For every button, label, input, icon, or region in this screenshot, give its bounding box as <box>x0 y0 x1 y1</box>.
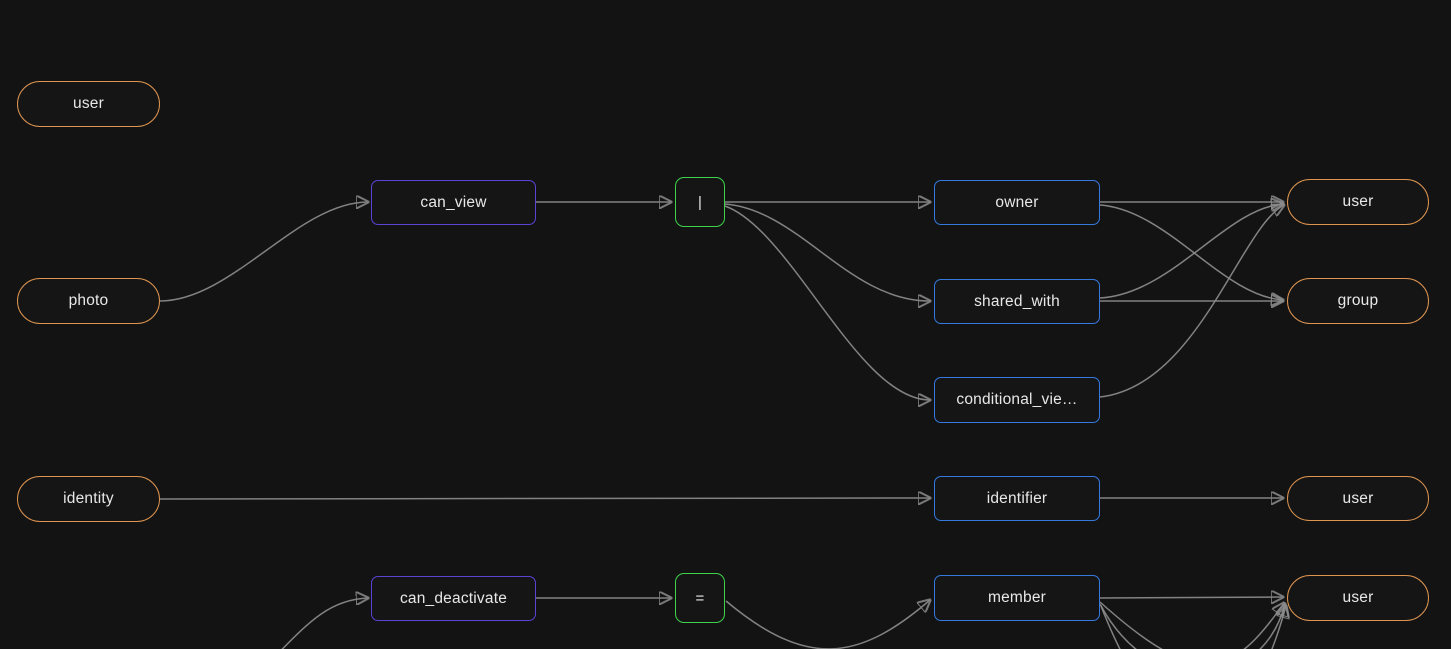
node-operator-equals[interactable]: = <box>675 573 725 623</box>
edge-member-to-user-curve-2 <box>1099 604 1285 649</box>
edge-member-to-user-curve-1 <box>1099 602 1284 649</box>
node-definition-user-right-bottom[interactable]: user <box>1287 575 1429 621</box>
node-relation-member[interactable]: member <box>934 575 1100 621</box>
node-relation-identifier[interactable]: identifier <box>934 476 1100 521</box>
node-definition-photo[interactable]: photo <box>17 278 160 324</box>
node-definition-group[interactable]: group <box>1287 278 1429 324</box>
edge-union-operator-to-conditional_viewers <box>724 205 930 400</box>
edge-photo-to-can_view <box>159 202 368 302</box>
node-relation-conditional_viewers[interactable]: conditional_vie… <box>934 377 1100 423</box>
edge-owner-to-group <box>1099 204 1283 300</box>
edge-union-operator-to-shared_with <box>724 203 930 301</box>
edge-offscreen-to-can_deactivate <box>281 598 368 649</box>
node-relation-shared_with[interactable]: shared_with <box>934 279 1100 324</box>
node-relation-owner[interactable]: owner <box>934 180 1100 225</box>
node-operator-union[interactable]: | <box>675 177 725 227</box>
node-permission-can_deactivate[interactable]: can_deactivate <box>371 576 536 621</box>
node-definition-identity[interactable]: identity <box>17 476 160 522</box>
edge-equals-operator-to-member <box>725 600 930 649</box>
node-definition-user-top-left[interactable]: user <box>17 81 160 127</box>
edge-conditional_viewers-to-user <box>1099 205 1284 398</box>
node-permission-can_view[interactable]: can_view <box>371 180 536 225</box>
edge-member-to-user <box>1099 597 1283 598</box>
edge-identity-to-identifier <box>159 498 930 499</box>
edge-shared_with-to-user <box>1099 204 1283 299</box>
node-definition-user-right-mid[interactable]: user <box>1287 476 1429 521</box>
node-definition-user-right-top[interactable]: user <box>1287 179 1429 225</box>
